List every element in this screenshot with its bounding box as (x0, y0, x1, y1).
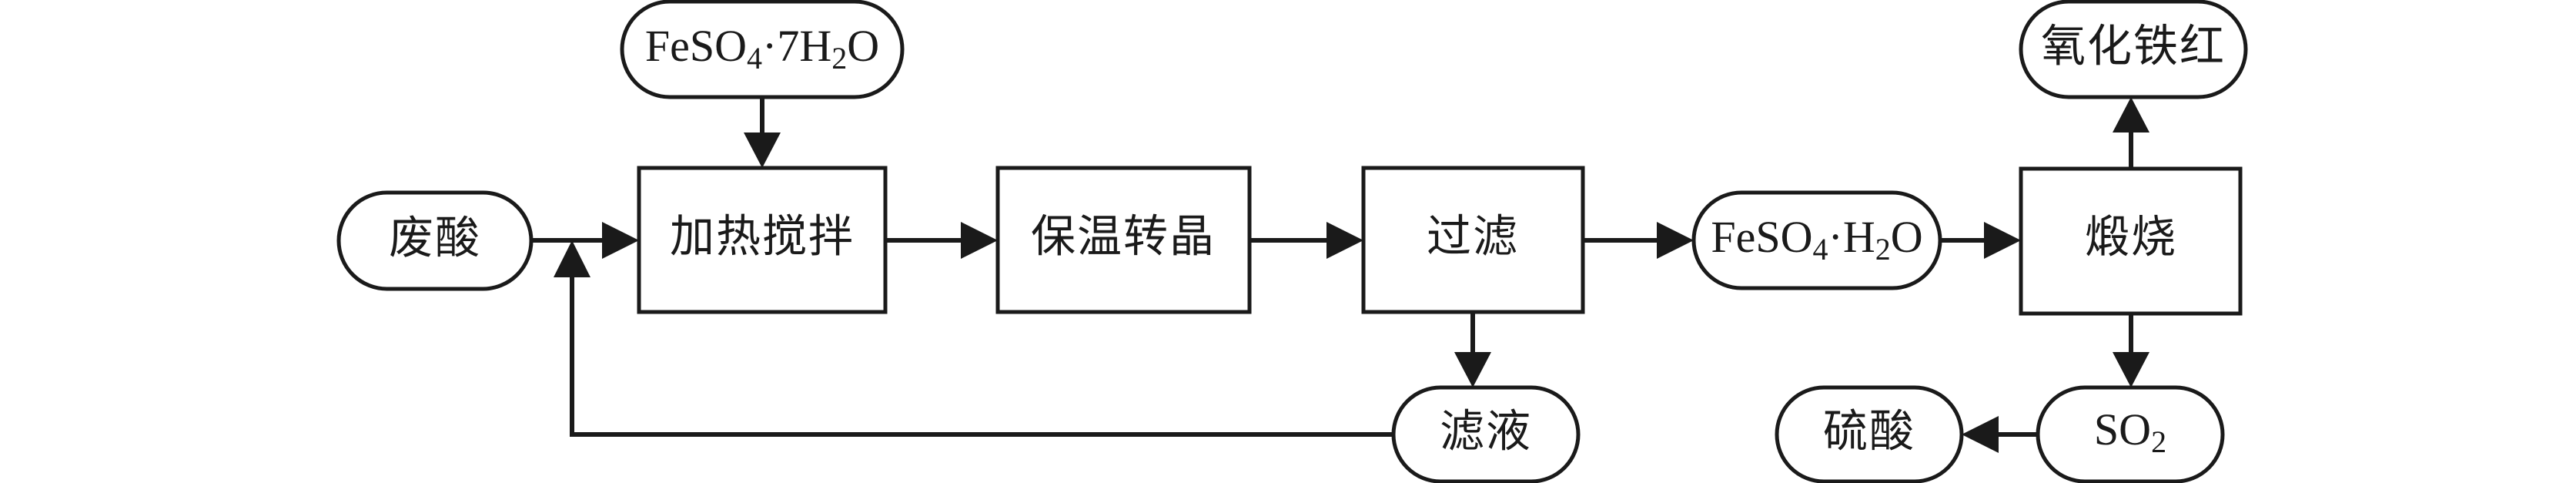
so2-shape (2036, 385, 2225, 483)
filtrate-shape (1391, 385, 1581, 483)
node-so2[interactable]: SO2 (2036, 385, 2225, 483)
insulated-crystal-shape (995, 166, 1252, 314)
feso4-h2o-shape (1691, 190, 1942, 290)
sulfuric-acid-label: 硫酸 (1823, 406, 1915, 456)
insulated-crystal-label: 保温转晶 (1031, 211, 1216, 261)
filtration-label: 过滤 (1427, 211, 1519, 261)
edge-insulated-crystal-to-filtration (1250, 222, 1363, 259)
edge-heat-stir-to-insulated-crystal (885, 222, 998, 259)
iron-oxide-red-shape (2019, 0, 2248, 99)
node-feso4-7h2o[interactable]: FeSO4·7H2O (620, 0, 905, 99)
waste-acid-shape (336, 190, 534, 291)
edge-filtration-to-feso4-h2o (1583, 222, 1694, 259)
waste-acid-label: 废酸 (389, 213, 481, 263)
feso4-7h2o-label: FeSO4·7H2O (645, 21, 879, 75)
edge-filtration-to-filtrate (1454, 312, 1491, 387)
heat-stir-label: 加热搅拌 (670, 211, 855, 261)
calcination-shape (2019, 166, 2243, 316)
calcination-label: 煅烧 (2085, 212, 2177, 262)
filtrate-label: 滤液 (1440, 406, 1532, 456)
feso4-7h2o-shape (620, 0, 905, 99)
node-filtration[interactable]: 过滤 (1361, 166, 1585, 314)
edge-calcination-to-iron-oxide-red (2113, 97, 2149, 169)
node-waste-acid[interactable]: 废酸 (336, 190, 534, 291)
heat-stir-shape (637, 166, 888, 314)
edge-feso4-7h2o-to-heat-stir (744, 97, 781, 168)
node-feso4-h2o[interactable]: FeSO4·H2O (1691, 190, 1942, 290)
iron-oxide-red-label: 氧化铁红 (2041, 21, 2226, 71)
sulfuric-acid-shape (1775, 385, 1964, 483)
so2-label: SO2 (2094, 404, 2166, 459)
edge-so2-to-sulfuric-acid (1962, 416, 2038, 453)
feso4-h2o-label: FeSO4·H2O (1711, 212, 1922, 267)
node-iron-oxide-red[interactable]: 氧化铁红 (2019, 0, 2248, 99)
node-heat-stir[interactable]: 加热搅拌 (637, 166, 888, 314)
node-calcination[interactable]: 煅烧 (2019, 166, 2243, 316)
edge-feso4-h2o-to-calcination (1940, 222, 2021, 259)
node-sulfuric-acid[interactable]: 硫酸 (1775, 385, 1964, 483)
node-insulated-crystal[interactable]: 保温转晶 (995, 166, 1252, 314)
edge-calcination-to-so2 (2113, 314, 2149, 387)
edge-filtrate-recycle (554, 240, 1393, 437)
edge-waste-acid-to-heat-stir (531, 222, 639, 259)
filtration-shape (1361, 166, 1585, 314)
node-filtrate[interactable]: 滤液 (1391, 385, 1581, 483)
